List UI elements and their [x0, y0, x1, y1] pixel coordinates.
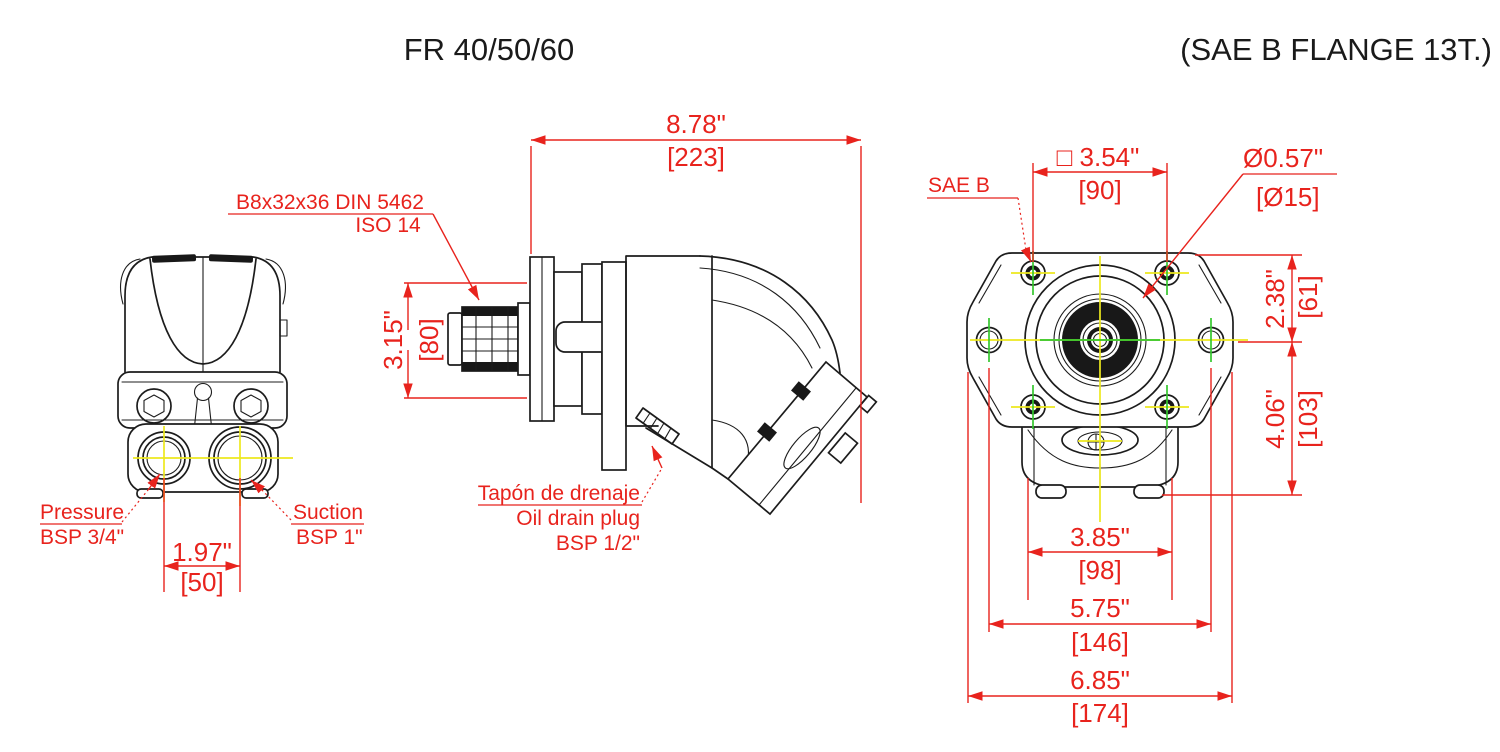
dim-center-to-top-mm: [61] — [1293, 275, 1323, 318]
dim-vertical-splits: 2.38" [61] 4.06" [103] — [1162, 254, 1323, 496]
dim-lower-width-mm: [98] — [1078, 555, 1121, 585]
flange-view-drawing — [966, 251, 1248, 522]
dim-center-to-bottom-in: 4.06" — [1260, 389, 1290, 449]
pressure-label: Pressure — [40, 501, 124, 524]
dim-side-hole-span-mm: [146] — [1071, 627, 1129, 657]
dim-overall-length-mm: [223] — [667, 142, 725, 172]
side-view-drawing — [447, 255, 878, 516]
dim-port-spacing: 1.97" [50] — [163, 478, 241, 597]
dim-shaft-height-in: 3.15" — [378, 310, 408, 370]
pressure-size-label: BSP 3/4" — [40, 526, 124, 549]
drain-label-line1: Tapón de drenaje — [478, 482, 640, 505]
dim-bolt-square-mm: [90] — [1078, 175, 1121, 205]
page-title-model: FR 40/50/60 — [404, 32, 575, 67]
sae-b-label: SAE B — [928, 174, 990, 197]
dim-overall-length-in: 8.78" — [666, 109, 726, 139]
dim-port-spacing-mm: [50] — [180, 567, 223, 597]
label-suction-port: Suction BSP 1" — [250, 479, 364, 549]
dim-lower-width-in: 3.85" — [1070, 522, 1130, 552]
dim-bolt-square: □ 3.54" [90] — [1032, 142, 1168, 262]
dim-lower-width: 3.85" [98] — [1027, 478, 1173, 600]
suction-size-label: BSP 1" — [296, 526, 363, 549]
dim-bolt-square-in: □ 3.54" — [1057, 142, 1140, 172]
dim-shaft-height-mm: [80] — [414, 318, 444, 361]
dim-bolt-hole-dia-in: Ø0.57" — [1243, 143, 1323, 173]
dim-overall-width-in: 6.85" — [1070, 665, 1130, 695]
page-title-flange-type: (SAE B FLANGE 13T.) — [1180, 32, 1492, 67]
label-sae-b: SAE B — [927, 174, 1032, 263]
suction-label: Suction — [293, 501, 363, 524]
dim-bolt-hole-diameter: Ø0.57" [Ø15] — [1142, 143, 1337, 299]
dim-center-to-top-in: 2.38" — [1260, 269, 1290, 329]
dim-overall-length: 8.78" [223] — [530, 109, 862, 503]
label-spline-spec: B8x32x36 DIN 5462 ISO 14 — [228, 191, 480, 301]
flange-view-centerlines — [970, 251, 1248, 522]
dim-bolt-hole-dia-mm: [Ø15] — [1256, 182, 1320, 212]
label-pressure-port: Pressure BSP 3/4" — [40, 473, 161, 549]
dim-center-to-bottom-mm: [103] — [1293, 390, 1323, 448]
dim-port-spacing-in: 1.97" — [172, 537, 232, 567]
dim-overall-width-mm: [174] — [1071, 698, 1129, 728]
label-drain-plug: Tapón de drenaje Oil drain plug BSP 1/2" — [478, 445, 663, 555]
dim-side-hole-span: 5.75" [146] — [988, 368, 1212, 657]
front-view-drawing — [117, 254, 293, 506]
dimensions-layer: 1.97" [50] Pressure BSP 3/4" Suction BSP… — [40, 109, 1337, 728]
drain-label-line3: BSP 1/2" — [556, 532, 640, 555]
dim-overall-width: 6.85" [174] — [967, 372, 1233, 728]
dim-side-hole-span-in: 5.75" — [1070, 593, 1130, 623]
spline-spec-line2: ISO 14 — [355, 214, 421, 237]
dim-shaft-height: 3.15" [80] — [378, 282, 527, 399]
drain-label-line2: Oil drain plug — [516, 507, 640, 530]
spline-spec-line1: B8x32x36 DIN 5462 — [236, 191, 424, 214]
